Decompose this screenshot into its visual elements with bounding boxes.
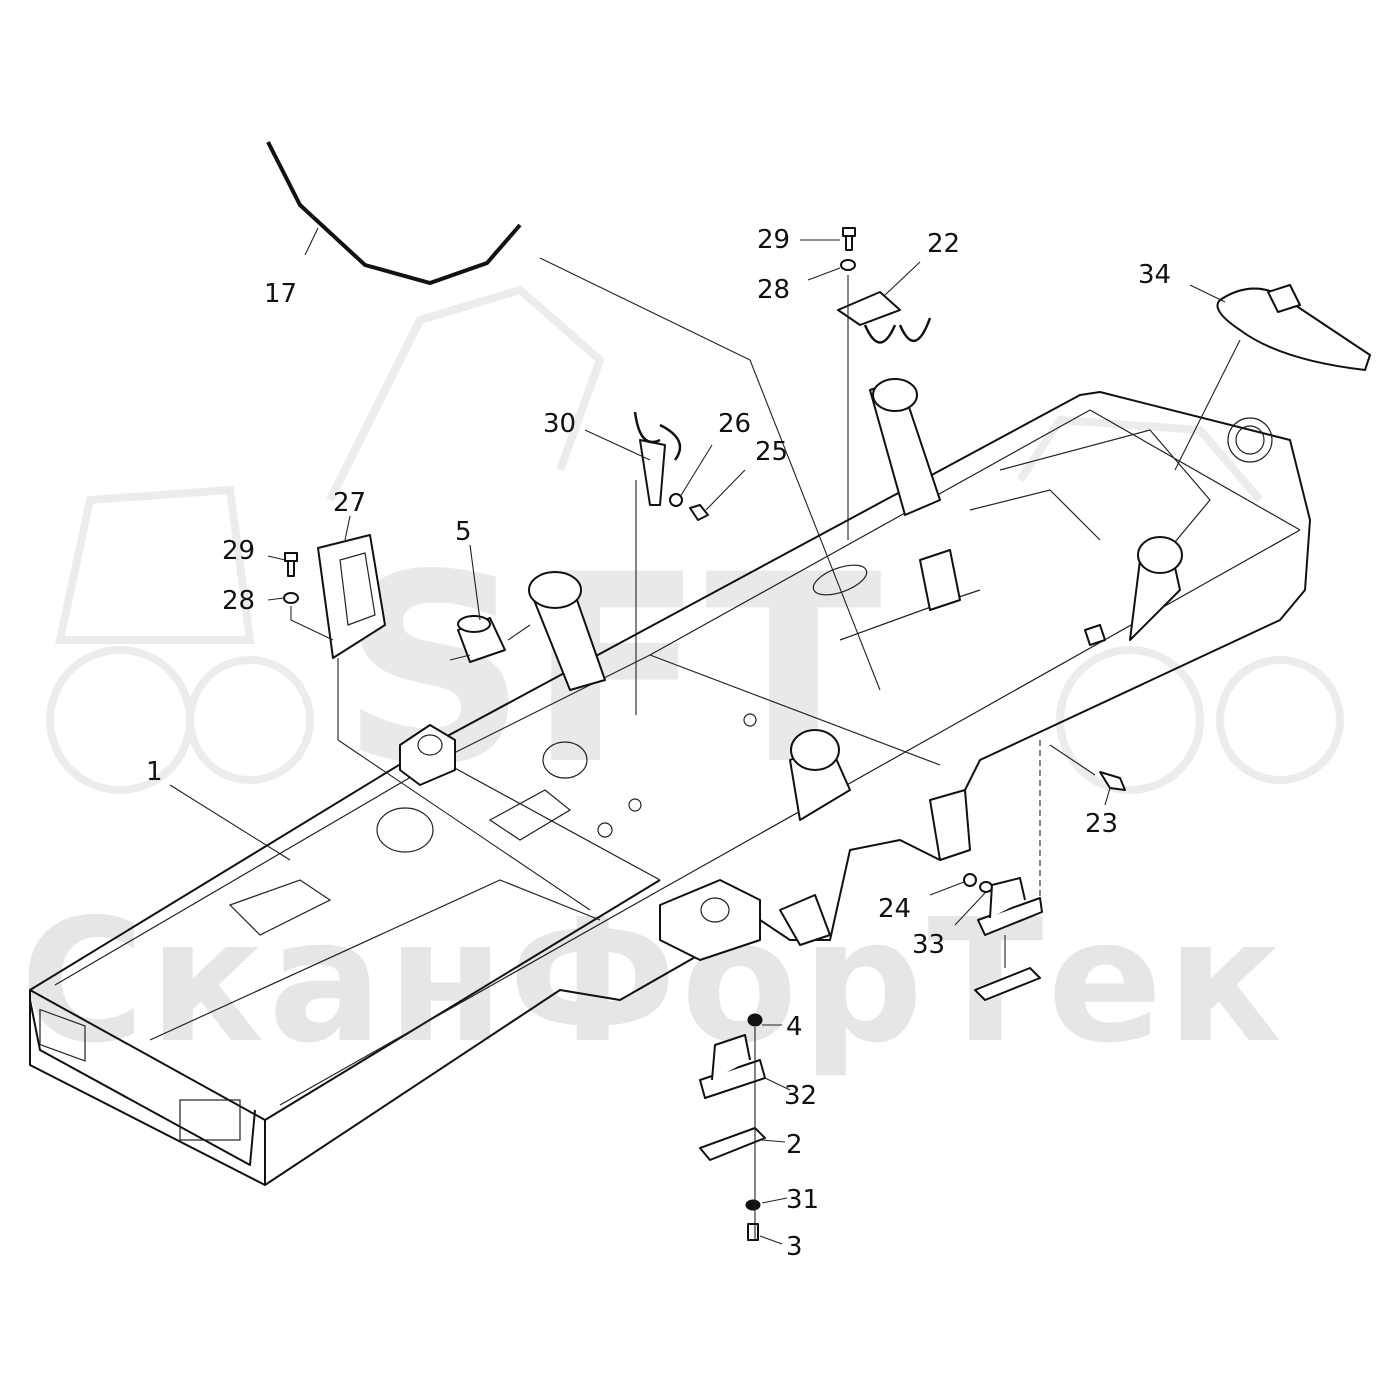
callout-33: 33 <box>912 930 945 960</box>
part-23-bolt <box>1099 771 1126 791</box>
callout-34: 34 <box>1138 260 1171 290</box>
part-4-nut <box>747 1013 763 1027</box>
callout-5: 5 <box>455 517 472 547</box>
callout-24: 24 <box>878 894 911 924</box>
part-29-bolt-top <box>842 227 856 251</box>
callout-31: 31 <box>786 1185 819 1215</box>
part-26-nut <box>669 493 683 507</box>
callout-29-top: 29 <box>757 225 790 255</box>
callout-25: 25 <box>755 437 788 467</box>
callout-4: 4 <box>786 1012 803 1042</box>
part-30-hook <box>639 439 666 506</box>
callout-26: 26 <box>718 409 751 439</box>
part-25-bolt <box>689 504 709 521</box>
right-mount-bracket <box>977 897 1043 936</box>
part-24-nut <box>963 873 977 887</box>
callout-30: 30 <box>543 409 576 439</box>
callout-28-top: 28 <box>757 275 790 305</box>
part-22-bracket <box>837 291 901 326</box>
part-27-bracket <box>317 534 386 659</box>
part-28-washer-top <box>840 259 856 271</box>
right-mount-plate <box>974 967 1041 1001</box>
part-34-strap <box>1216 287 1371 371</box>
part-33-washer <box>979 881 993 893</box>
part-31-washer <box>745 1199 761 1211</box>
exploded-parts <box>266 141 1371 1241</box>
callout-28-left: 28 <box>222 586 255 616</box>
part-2-plate <box>699 1127 766 1161</box>
callout-22: 22 <box>927 229 960 259</box>
callout-1: 1 <box>146 757 163 787</box>
part-3-bolt <box>747 1223 759 1241</box>
callout-3: 3 <box>786 1232 803 1262</box>
callout-27: 27 <box>333 488 366 518</box>
chassis-frame <box>29 378 1311 1186</box>
callout-2: 2 <box>786 1130 803 1160</box>
callout-29-left: 29 <box>222 536 255 566</box>
callout-23: 23 <box>1085 809 1118 839</box>
part-29-bolt-left <box>284 552 298 577</box>
part-17-cable <box>266 141 522 286</box>
part-28-washer-left <box>283 592 299 604</box>
callout-labels: 17 29 28 22 34 30 26 25 27 5 29 28 1 23 … <box>146 225 1171 1262</box>
callout-17: 17 <box>264 279 297 309</box>
callout-32: 32 <box>784 1081 817 1111</box>
leader-lines <box>169 227 1241 1245</box>
